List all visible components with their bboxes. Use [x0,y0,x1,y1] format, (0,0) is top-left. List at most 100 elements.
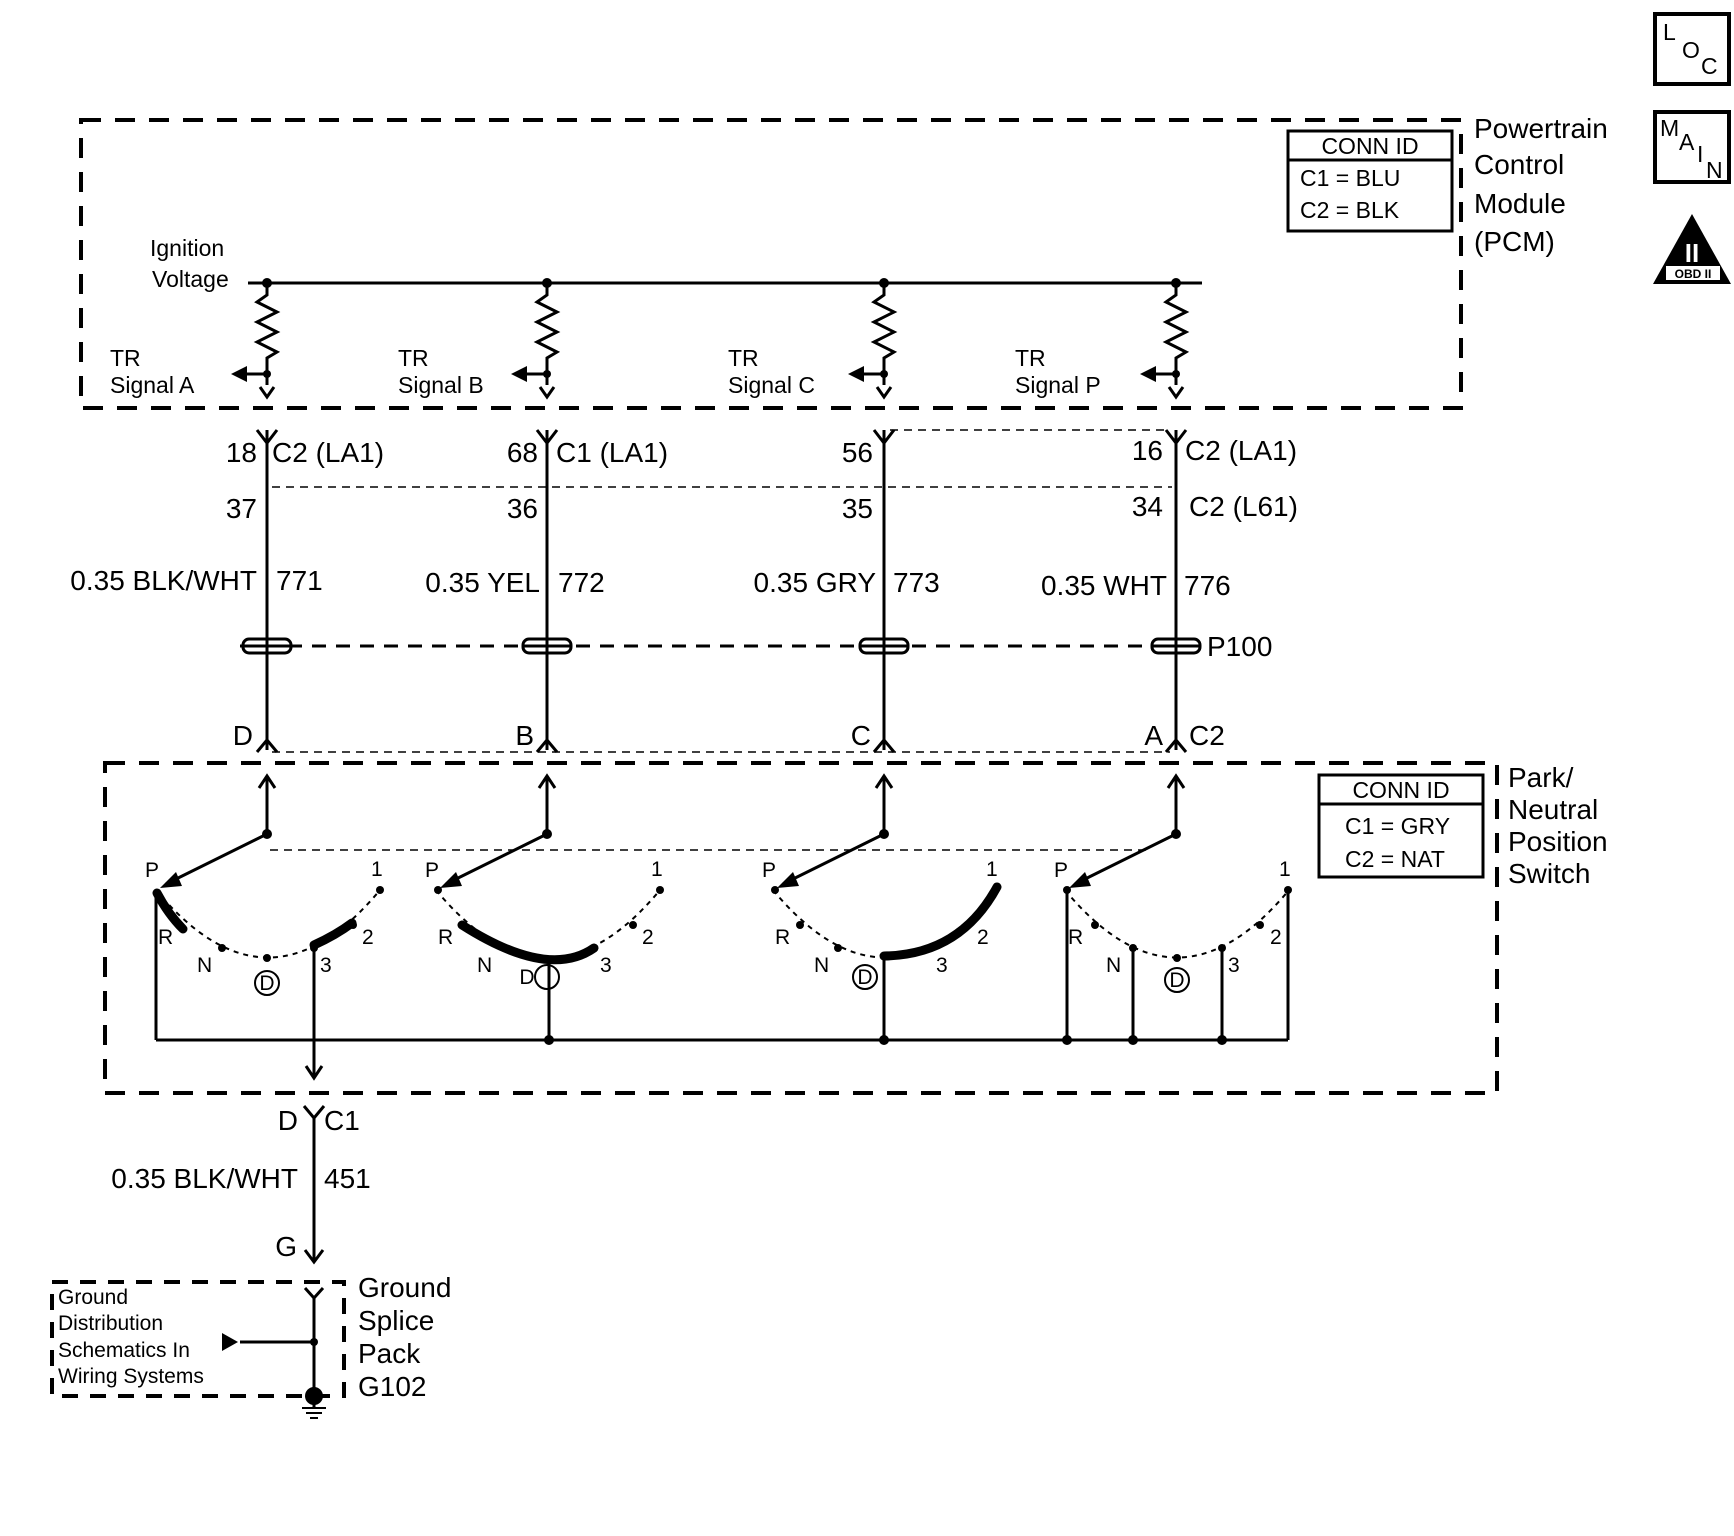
svg-text:M: M [1660,115,1679,141]
svg-text:37: 37 [226,493,257,524]
svg-text:Control: Control [1474,149,1564,180]
svg-text:0.35 WHT: 0.35 WHT [1041,570,1167,601]
svg-text:Pack: Pack [358,1338,421,1369]
svg-text:1: 1 [1279,858,1291,881]
svg-text:Position: Position [1508,826,1608,857]
svg-text:P: P [1054,859,1068,882]
loc-icon[interactable]: L O C [1653,12,1731,86]
svg-text:Module: Module [1474,188,1566,219]
svg-text:R: R [1068,926,1083,949]
svg-text:OBD II: OBD II [1675,267,1712,281]
ignition-bus [248,278,1202,288]
svg-text:1: 1 [986,858,998,881]
svg-text:C1 = BLU: C1 = BLU [1300,165,1400,191]
svg-text:C2 = NAT: C2 = NAT [1345,846,1445,872]
svg-text:D: D [857,966,872,989]
svg-text:Ground: Ground [358,1272,451,1303]
svg-text:A: A [1144,720,1163,751]
svg-text:II: II [1685,238,1699,268]
pnp-conn-id-table: CONN ID C1 = GRY C2 = NAT [1317,773,1485,879]
inline-connector-p100 [241,637,1202,655]
svg-text:Signal C: Signal C [728,372,815,398]
circuit-a-labels: 18 C2 (LA1) 37 0.35 BLK/WHT 771 D [70,437,384,751]
svg-text:Splice: Splice [358,1305,434,1336]
switch-output-arrows [257,773,1186,851]
svg-text:0.35 GRY: 0.35 GRY [754,567,877,598]
switch-section-b: P R N D 3 2 1 [425,832,664,1040]
svg-text:C1 (LA1): C1 (LA1) [556,437,668,468]
svg-text:G: G [275,1231,297,1262]
svg-text:TR: TR [1015,345,1046,371]
svg-text:56: 56 [842,437,873,468]
pull-up-resistor-p [1140,283,1190,400]
svg-text:772: 772 [558,567,605,598]
svg-text:16: 16 [1132,435,1163,466]
svg-text:36: 36 [507,493,538,524]
obd-ii-icon[interactable]: II OBD II [1653,214,1731,284]
pnp-switch-title: Park/ Neutral Position Switch [1508,762,1608,889]
svg-text:CONN ID: CONN ID [1321,133,1418,159]
pnp-switch: Park/ Neutral Position Switch CONN ID C1… [103,761,1608,1095]
svg-text:2: 2 [362,926,374,949]
svg-text:D: D [233,720,253,751]
svg-text:C: C [851,720,871,751]
ground-distribution-link[interactable]: Ground Distribution Schematics In Wiring… [58,1286,204,1388]
svg-text:3: 3 [1228,954,1240,977]
svg-text:CONN ID: CONN ID [1352,777,1449,803]
svg-text:TR: TR [110,345,141,371]
svg-text:N: N [1706,157,1723,183]
svg-text:2: 2 [1270,926,1282,949]
svg-text:3: 3 [320,954,332,977]
svg-text:G102: G102 [358,1371,427,1402]
svg-text:Voltage: Voltage [152,266,229,292]
main-icon[interactable]: M A I N [1653,110,1731,184]
svg-text:C1: C1 [324,1105,360,1136]
circuit-c-labels: 56 35 0.35 GRY 773 C [754,437,940,751]
svg-text:34: 34 [1132,491,1163,522]
svg-text:(PCM): (PCM) [1474,226,1555,257]
pcm-conn-id-table: CONN ID C1 = BLU C2 = BLK [1286,129,1454,233]
svg-text:N: N [477,954,492,977]
circuit-b-labels: 68 C1 (LA1) 36 0.35 YEL 772 B [425,437,668,751]
svg-text:C2: C2 [1189,720,1225,751]
svg-text:C2 (LA1): C2 (LA1) [1185,435,1297,466]
svg-text:B: B [515,720,534,751]
switch-section-a: P R N D 3 2 1 [145,832,384,1081]
circuit-p-labels: 16 C2 (LA1) 34 C2 (L61) 0.35 WHT 776 A C… [1041,435,1298,751]
svg-text:68: 68 [507,437,538,468]
switch-section-c: P R N D 3 2 1 [762,832,1002,1040]
svg-text:R: R [775,926,790,949]
tr-signal-c-label: TR Signal C [728,345,815,398]
svg-text:C2 = BLK: C2 = BLK [1300,197,1400,223]
svg-text:C2 (L61): C2 (L61) [1189,491,1298,522]
svg-text:Park/: Park/ [1508,762,1574,793]
svg-text:Ground: Ground [58,1286,128,1309]
svg-text:2: 2 [977,926,989,949]
svg-text:Signal B: Signal B [398,372,484,398]
svg-text:D: D [259,972,274,995]
svg-text:N: N [197,954,212,977]
pcm-module: Powertrain Control Module (PCM) CONN ID … [79,113,1608,410]
svg-text:D: D [1169,969,1184,992]
svg-text:P: P [762,859,776,882]
svg-text:451: 451 [324,1163,371,1194]
svg-text:D: D [278,1105,298,1136]
svg-text:1: 1 [651,858,663,881]
svg-text:R: R [158,926,173,949]
svg-text:Powertrain: Powertrain [1474,113,1608,144]
pull-up-resistor-a [231,283,281,400]
svg-text:0.35 BLK/WHT: 0.35 BLK/WHT [70,565,257,596]
svg-text:Ignition: Ignition [150,235,224,261]
svg-text:Switch: Switch [1508,858,1590,889]
svg-text:I: I [1697,141,1703,167]
svg-text:0.35 BLK/WHT: 0.35 BLK/WHT [111,1163,298,1194]
tr-signal-p-label: TR Signal P [1015,345,1101,398]
ignition-voltage-label: Ignition Voltage [150,235,229,292]
svg-text:Schematics In: Schematics In [58,1339,190,1362]
svg-text:P: P [145,859,159,882]
tr-signal-a-label: TR Signal A [110,345,195,398]
svg-text:R: R [438,926,453,949]
signal-wires [240,429,1202,753]
svg-text:P: P [425,859,439,882]
svg-text:2: 2 [642,926,654,949]
